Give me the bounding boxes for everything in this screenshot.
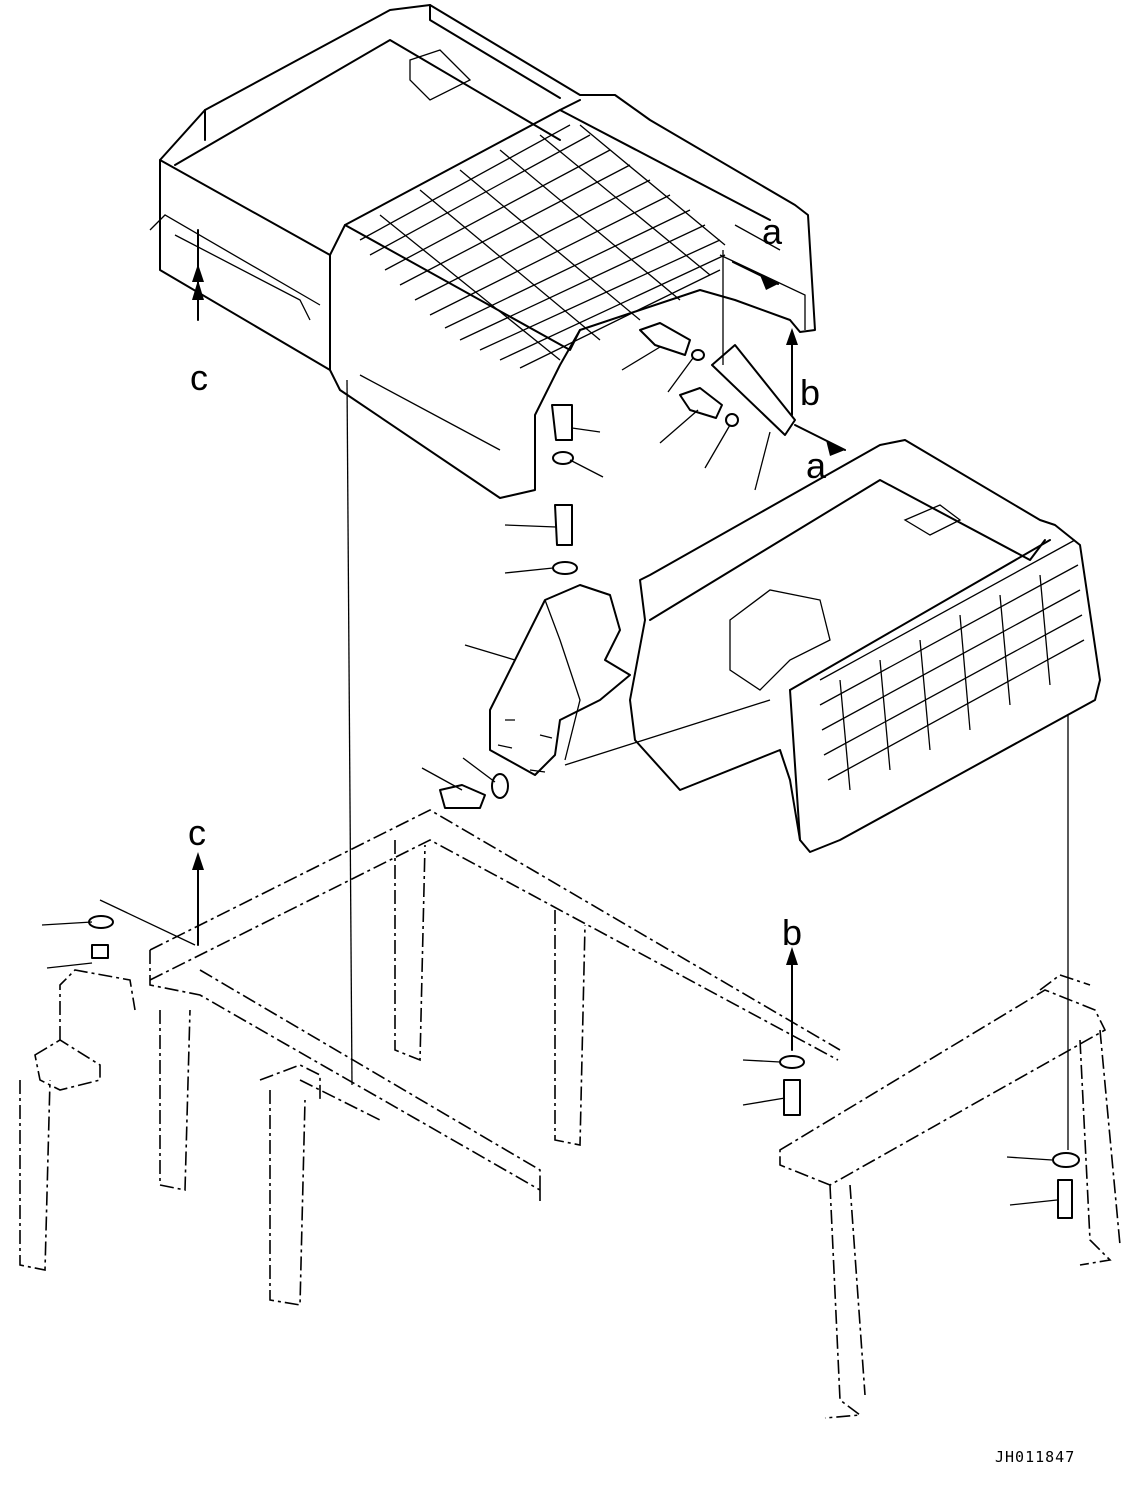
engine-hood-rear [149,4,816,499]
diagram-labels: a a b b c c JH011847 [188,211,1075,1466]
drawing-code: JH011847 [995,1448,1075,1466]
label-a-upper: a [762,211,783,252]
label-b-upper: b [800,372,820,413]
label-a-lower: a [806,445,827,486]
mounting-bracket [489,584,631,776]
label-b-lower: b [782,912,802,953]
leader-lines [41,346,1058,1206]
label-c-lower: c [188,812,206,853]
lower-frame-left [19,809,841,1306]
label-c-upper: c [190,357,208,398]
stay-bracket [711,344,796,436]
alignment-lines [346,250,1069,1150]
lower-frame-right [779,974,1121,1419]
bolt-parts [88,322,1080,1219]
hood-grille [819,539,1085,791]
engine-hood-front [629,439,1101,853]
reference-arrows [192,229,846,1051]
hood-perforation [359,124,726,369]
